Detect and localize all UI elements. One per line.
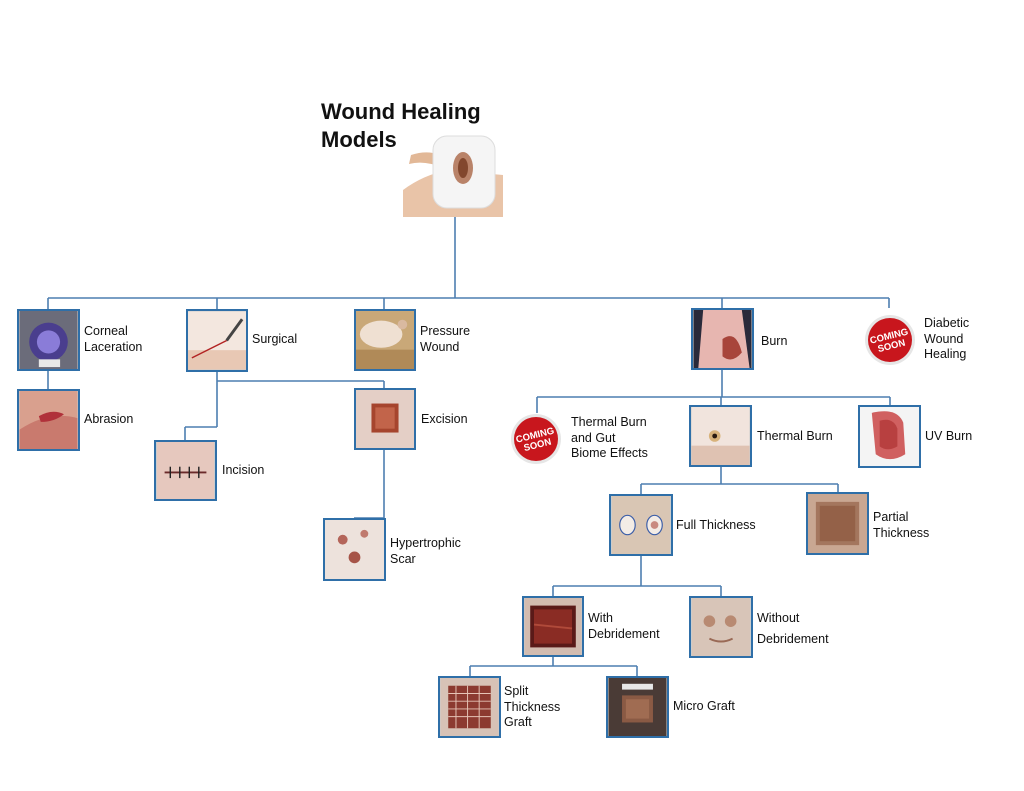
excision-image <box>354 388 416 450</box>
with-debridement-image <box>522 596 584 657</box>
label-line: Corneal <box>84 324 128 338</box>
coming-soon-badge-icon: COMING SOON <box>865 315 915 365</box>
partial-thickness-image <box>806 492 869 555</box>
label-line: With <box>588 611 613 625</box>
abrasion-image <box>17 389 80 451</box>
node-label-uv-burn: UV Burn <box>925 429 972 445</box>
node-label-incision: Incision <box>222 463 264 479</box>
label-line: Diabetic <box>924 316 970 330</box>
micro-graft-image <box>606 676 669 738</box>
node-label-full-thickness: Full Thickness <box>676 518 756 534</box>
label-line: UV Burn <box>925 429 973 443</box>
node-label-surgical: Surgical <box>252 332 297 348</box>
node-label-partial-thickness: Partial Thickness <box>873 510 929 541</box>
node-label-thermal-burn-gut-biome: Thermal Burn and Gut Biome Effects <box>571 415 648 462</box>
label-line: Graft <box>504 715 532 729</box>
node-label-with-debridement: With Debridement <box>588 611 660 642</box>
label-line: Scar <box>390 551 416 566</box>
node-label-micro-graft: Micro Graft <box>673 699 735 715</box>
node-label-without-debridement: Without Debridement <box>757 608 829 650</box>
label-line: Abrasion <box>84 412 134 426</box>
label-line: Pressure <box>420 324 471 338</box>
node-label-diabetic-wound-healing: Diabetic Wound Healing <box>924 316 969 363</box>
burn-image <box>691 308 754 370</box>
incision-image <box>154 440 217 501</box>
split-thickness-graft-image <box>438 676 501 738</box>
label-line: Thickness <box>504 699 561 714</box>
label-line: Healing <box>924 347 967 361</box>
node-label-thermal-burn: Thermal Burn <box>757 429 833 445</box>
without-debridement-image <box>689 596 753 658</box>
label-line: Debridement <box>757 632 829 646</box>
label-line: Wound <box>924 331 964 346</box>
label-line: Thermal Burn <box>571 415 647 429</box>
label-line: Full Thickness <box>676 518 756 532</box>
coming-soon-badge-icon: COMING SOON <box>511 414 561 464</box>
label-line: Debridement <box>588 626 660 641</box>
node-label-burn: Burn <box>761 334 787 350</box>
corneal-laceration-image <box>17 309 80 371</box>
thermal-burn-image <box>689 405 752 467</box>
label-line: Excision <box>421 412 468 426</box>
label-line: Partial <box>873 510 909 524</box>
root-hand-bandage-image <box>403 130 504 217</box>
label-line: Without <box>757 611 800 625</box>
label-line: Thickness <box>873 525 930 540</box>
label-line: Hypertrophic <box>390 536 461 550</box>
surgical-image <box>186 309 248 372</box>
label-line: Micro Graft <box>673 699 735 713</box>
label-line: Incision <box>222 463 265 477</box>
node-label-corneal-laceration: Corneal Laceration <box>84 324 142 355</box>
diagram-title: Wound Healing Models <box>321 98 481 154</box>
node-label-split-thickness-graft: Split Thickness Graft <box>504 684 560 731</box>
label-line: and Gut <box>571 430 616 445</box>
label-line: Biome Effects <box>571 446 648 460</box>
label-line: Laceration <box>84 339 143 354</box>
node-label-excision: Excision <box>421 412 468 428</box>
node-label-hypertrophic-scar: Hypertrophic Scar <box>390 536 461 567</box>
hypertrophic-scar-image <box>323 518 386 581</box>
node-label-abrasion: Abrasion <box>84 412 133 428</box>
label-line: Thermal Burn <box>757 429 833 443</box>
title-line: Models <box>321 127 397 152</box>
title-line: Wound Healing <box>321 99 481 124</box>
label-line: Wound <box>420 339 460 354</box>
pressure-wound-image <box>354 309 416 371</box>
label-line: Split <box>504 684 529 698</box>
uv-burn-image <box>858 405 921 468</box>
full-thickness-image <box>609 494 673 556</box>
label-line: Surgical <box>252 332 298 346</box>
label-line: Burn <box>761 334 788 348</box>
node-label-pressure-wound: Pressure Wound <box>420 324 470 355</box>
